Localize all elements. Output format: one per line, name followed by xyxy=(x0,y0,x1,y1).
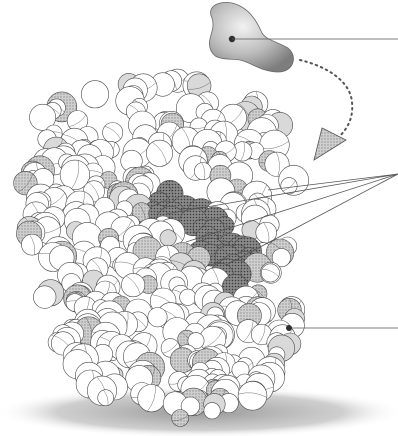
substrate-shape xyxy=(209,2,293,72)
atom-sphere xyxy=(172,410,189,427)
atom-sphere xyxy=(180,289,196,305)
atom-sphere xyxy=(103,123,123,143)
atom-sphere xyxy=(81,81,108,108)
atom-sphere xyxy=(148,308,167,327)
substrate-molecule xyxy=(209,2,293,72)
atom-sphere xyxy=(146,140,172,166)
atom-sphere xyxy=(238,381,267,410)
atom-sphere xyxy=(121,273,144,296)
enzyme-molecule xyxy=(14,69,309,426)
atom-sphere xyxy=(261,264,279,282)
atom-sphere xyxy=(204,403,220,419)
atom-sphere xyxy=(160,230,176,246)
atom-sphere xyxy=(98,390,114,406)
atom-sphere xyxy=(138,385,165,412)
binding-arrow-path xyxy=(300,60,352,140)
atom-sphere xyxy=(33,286,56,309)
surface-atom-marker xyxy=(286,325,292,331)
binding-arrow-head xyxy=(314,128,346,160)
